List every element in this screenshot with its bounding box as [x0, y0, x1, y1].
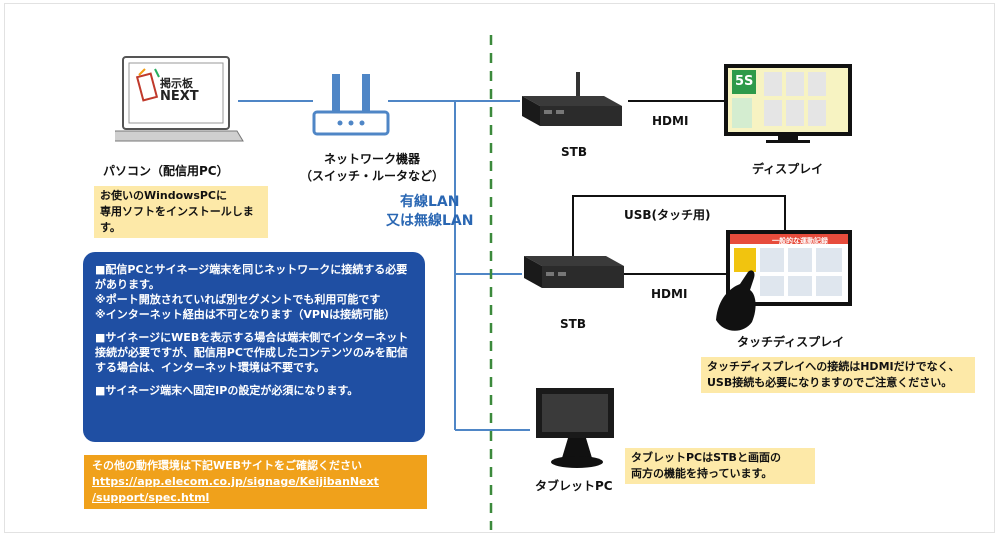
requirements-p3: ■サイネージ端末へ固定IPの設定が必須になります。 — [95, 384, 359, 397]
network-label: ネットワーク機器 （スイッチ・ルータなど） — [300, 151, 444, 185]
spec-url-line1[interactable]: https://app.elecom.co.jp/signage/Keijiba… — [92, 475, 379, 488]
spec-url-line2[interactable]: /support/spec.html — [92, 491, 210, 504]
requirements-p2: ■サイネージにWEBを表示する場合は端末側でインターネット接続が必要ですが、配信… — [95, 331, 409, 374]
lan-line2: 又は無線LAN — [386, 213, 474, 229]
tablet-label: タブレットPC — [535, 479, 613, 493]
pc-logo-text: 掲示板 NEXT — [160, 77, 199, 103]
touch-display-icon — [716, 230, 852, 331]
usb-line — [572, 195, 786, 258]
logo-line1: 掲示板 — [160, 77, 193, 90]
spec-line1: その他の動作環境は下記WEBサイトをご確認ください — [92, 459, 363, 472]
stb1-label: STB — [561, 145, 587, 159]
requirements-box: ■配信PCとサイネージ端末を同じネットワークに接続する必要があります。 ※ポート… — [83, 252, 425, 442]
hdmi2-label: HDMI — [651, 287, 688, 301]
tablet-note: タブレットPCはSTBと画面の 両方の機能を持っています。 — [625, 448, 815, 484]
spec-box: その他の動作環境は下記WEBサイトをご確認ください https://app.el… — [84, 455, 427, 509]
network-label-line2: （スイッチ・ルータなど） — [300, 169, 445, 183]
laptop-icon — [115, 56, 244, 142]
display-icon — [724, 64, 852, 143]
lan-line1: 有線LAN — [400, 194, 460, 210]
display-screen-text: 5S — [735, 74, 754, 89]
display-label: ディスプレイ — [752, 162, 824, 176]
logo-line2: NEXT — [160, 89, 199, 104]
lan-label: 有線LAN 又は無線LAN — [386, 193, 473, 231]
touch-display-note: タッチディスプレイへの接続はHDMIだけでなく、 USB接続も必要になりますので… — [701, 357, 975, 393]
stb2-label: STB — [560, 317, 586, 331]
pc-note: お使いのWindowsPCに 専用ソフトをインストールします。 — [94, 186, 268, 238]
router-icon — [312, 74, 390, 136]
stb1-icon — [522, 72, 622, 126]
requirements-p1: ■配信PCとサイネージ端末を同じネットワークに接続する必要があります。 ※ポート… — [95, 263, 408, 321]
network-label-line1: ネットワーク機器 — [324, 152, 421, 166]
touch-screen-title: 一般的な運動記録 — [772, 237, 828, 245]
hdmi1-label: HDMI — [652, 114, 689, 128]
stb2-icon — [524, 256, 624, 288]
tablet-icon — [536, 388, 614, 468]
pc-label: パソコン（配信用PC） — [103, 164, 229, 178]
usb-label: USB(タッチ用) — [624, 208, 711, 222]
touch-display-label: タッチディスプレイ — [737, 335, 845, 349]
diagram-frame — [4, 3, 995, 533]
